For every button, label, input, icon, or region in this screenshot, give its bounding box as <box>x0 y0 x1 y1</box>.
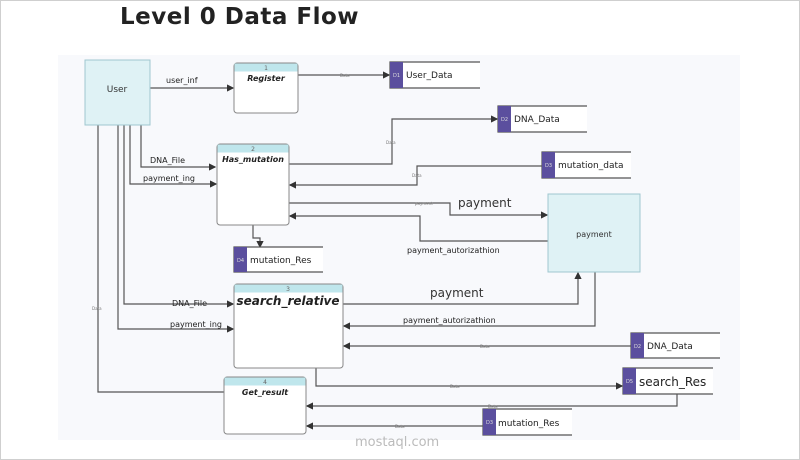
process-number: 1 <box>264 65 268 72</box>
entity-user[interactable]: User <box>84 59 151 126</box>
process-name: Get_result <box>242 388 289 397</box>
process-register[interactable]: 1 Register <box>233 62 299 114</box>
flow-label: Data <box>386 140 396 145</box>
flow-label: payment <box>415 201 433 206</box>
process-name: search_relative <box>236 294 339 309</box>
store-search-res[interactable]: D5 search_Res <box>622 367 713 395</box>
flow-label: Data <box>395 424 405 429</box>
store-id: D4 <box>237 258 244 264</box>
store-id: D3 <box>545 163 552 169</box>
store-name: User_Data <box>406 71 453 81</box>
flow-label-payment-auth: payment_autorizathion <box>403 316 496 325</box>
flow-label: Data <box>450 384 460 389</box>
watermark: mostaql.com <box>355 435 439 450</box>
process-get-result[interactable]: 4 Get_result <box>223 376 307 435</box>
process-number: 4 <box>263 379 267 386</box>
flow-label: Data <box>488 404 498 409</box>
store-id: D2 <box>501 117 508 123</box>
store-id: D1 <box>393 73 400 79</box>
store-id: D3 <box>486 420 493 426</box>
flow-label-payment: payment <box>430 286 484 300</box>
store-mutation-res-2[interactable]: D3 mutation_Res <box>482 408 572 436</box>
flow-label-dna-file: DNA_File <box>150 156 185 165</box>
process-search-relative[interactable]: 3 search_relative <box>233 283 344 369</box>
process-number: 3 <box>286 286 290 293</box>
store-name: DNA_Data <box>647 342 693 352</box>
entity-label: payment <box>576 230 612 239</box>
flow-label-dna-file: DNA_File <box>172 299 207 308</box>
store-user-data[interactable]: D1 User_Data <box>389 61 480 89</box>
flow-label-payment-ing: payment_ing <box>143 174 195 183</box>
flow-label: Data <box>480 344 490 349</box>
store-id: D2 <box>634 344 641 350</box>
store-mutation-data[interactable]: D3 mutation_data <box>541 151 631 179</box>
flow-label: Data <box>412 173 422 178</box>
entity-payment[interactable]: payment <box>547 193 641 273</box>
store-name: DNA_Data <box>514 115 560 125</box>
flows: user_inf Data DNA_File payment_ing Data … <box>92 71 678 430</box>
flow-label: Data <box>92 306 102 311</box>
flow-label-payment-ing: payment_ing <box>170 320 222 329</box>
flow-label-user-inf: user_inf <box>166 76 198 85</box>
store-name: search_Res <box>639 375 706 389</box>
store-name: mutation_Res <box>498 419 560 429</box>
flow-label: Data <box>340 73 350 78</box>
entity-label: User <box>107 85 128 95</box>
process-name: Has_mutation <box>222 155 284 164</box>
process-name: Register <box>247 74 286 83</box>
store-id: D5 <box>626 379 633 385</box>
flow-label-payment: payment <box>458 196 512 210</box>
page-title: Level 0 Data Flow <box>120 4 360 30</box>
store-mutation-res[interactable]: D4 mutation_Res <box>233 246 323 273</box>
process-has-mutation[interactable]: 2 Has_mutation <box>216 143 290 226</box>
store-dna-data[interactable]: D2 DNA_Data <box>497 105 587 133</box>
store-name: mutation_Res <box>250 256 312 266</box>
store-dna-data-2[interactable]: D2 DNA_Data <box>630 332 720 359</box>
store-name: mutation_data <box>558 161 624 171</box>
flow-label-payment-auth: payment_autorizathion <box>407 246 500 255</box>
process-number: 2 <box>251 146 255 153</box>
